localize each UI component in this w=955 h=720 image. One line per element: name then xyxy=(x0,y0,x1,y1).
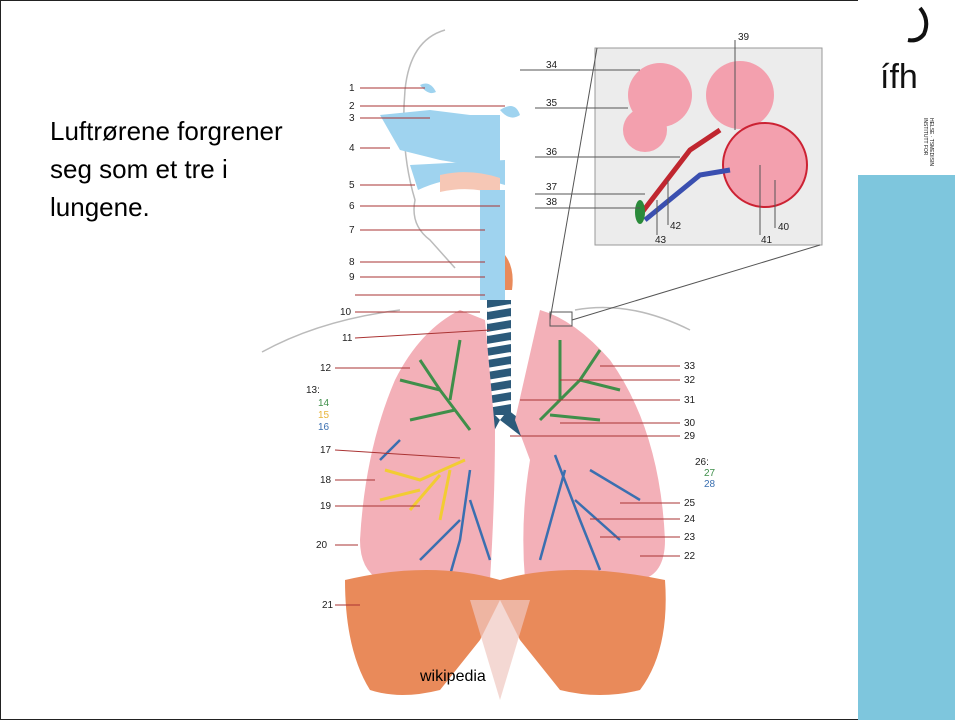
label: 31 xyxy=(684,395,696,406)
label: 24 xyxy=(684,514,696,525)
label: 35 xyxy=(546,98,558,109)
label: 13: xyxy=(306,385,320,396)
left-lung xyxy=(515,310,665,580)
labels-left: 1 2 3 4 5 6 7 8 9 10 11 12 13: 14 15 16 … xyxy=(306,83,355,611)
label: 7 xyxy=(349,225,355,236)
label: 26: xyxy=(695,457,709,468)
label: 5 xyxy=(349,180,355,191)
label: 16 xyxy=(318,422,330,433)
label: 14 xyxy=(318,398,330,409)
label: 1 xyxy=(349,83,355,94)
label: 25 xyxy=(684,498,696,509)
label: 18 xyxy=(320,475,332,486)
label: 39 xyxy=(738,32,750,43)
label: 11 xyxy=(342,333,353,344)
label: 34 xyxy=(546,60,558,71)
nasal-cavity xyxy=(380,110,500,170)
label: 28 xyxy=(704,479,716,490)
label: 8 xyxy=(349,257,355,268)
label: 4 xyxy=(349,143,355,154)
logo-text-2: HELSE · TSMEDISIN xyxy=(928,118,934,166)
right-lung xyxy=(360,310,495,580)
label: 30 xyxy=(684,418,696,429)
label: 22 xyxy=(684,551,696,562)
label: 37 xyxy=(546,182,558,193)
label: 20 xyxy=(316,540,328,551)
label: 27 xyxy=(704,468,716,479)
logo-mark: ífh xyxy=(880,58,918,96)
label: 36 xyxy=(546,147,558,158)
image-credit: wikipedia xyxy=(420,668,486,686)
logo-text-1: INSTITUTT FOR xyxy=(922,118,928,156)
label: 41 xyxy=(761,235,773,246)
label: 19 xyxy=(320,501,332,512)
label: 40 xyxy=(778,222,790,233)
label: 42 xyxy=(670,221,682,232)
label: 29 xyxy=(684,431,696,442)
label: 17 xyxy=(320,445,332,456)
label: 10 xyxy=(340,307,352,318)
label: 15 xyxy=(318,410,330,421)
label: 33 xyxy=(684,361,696,372)
label: 32 xyxy=(684,375,696,386)
label: 9 xyxy=(349,272,355,283)
logo-graphic: ífh INSTITUTT FOR HELSE · TSMEDISIN xyxy=(858,0,955,175)
label: 2 xyxy=(349,101,355,112)
label: 6 xyxy=(349,201,355,212)
logo: ífh INSTITUTT FOR HELSE · TSMEDISIN xyxy=(858,0,955,175)
label: 21 xyxy=(322,600,334,611)
labels-right: 22 23 24 25 26: 27 28 29 30 31 32 33 xyxy=(684,361,716,562)
label: 43 xyxy=(655,235,667,246)
label: 3 xyxy=(349,113,355,124)
respiratory-diagram: 1 2 3 4 5 6 7 8 9 10 11 12 13: 14 15 16 … xyxy=(0,0,858,720)
label: 12 xyxy=(320,363,332,374)
label: 38 xyxy=(546,197,558,208)
label: 23 xyxy=(684,532,696,543)
